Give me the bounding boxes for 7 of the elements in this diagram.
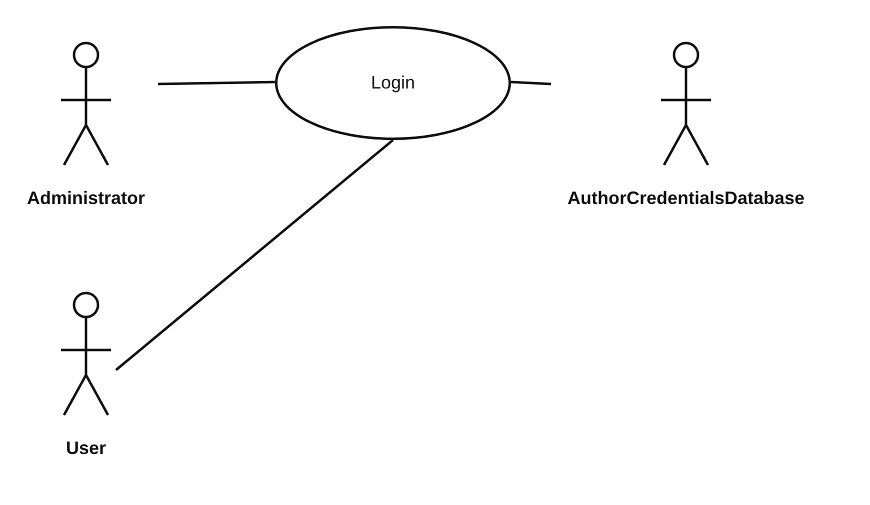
association-line — [158, 80, 276, 86]
use-case-name: Login — [370, 72, 416, 94]
actor-name: Administrator — [26, 188, 146, 209]
actor-name: AuthorCredentialsDatabase — [566, 188, 806, 209]
association-line — [115, 139, 394, 371]
actor-name: User — [64, 438, 108, 459]
association-line — [510, 80, 552, 86]
